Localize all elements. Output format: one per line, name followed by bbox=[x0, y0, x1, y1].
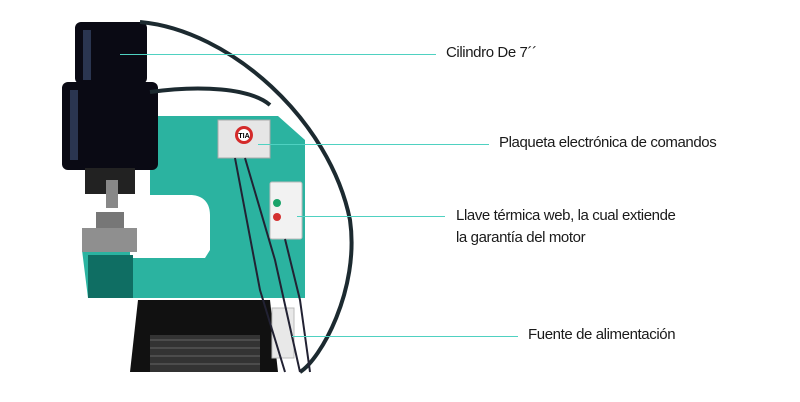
callout-cylinder: Cilindro De 7´´ bbox=[446, 44, 537, 61]
leader-line-cylinder bbox=[120, 54, 436, 55]
cylinder bbox=[62, 22, 158, 208]
callout-thermal-switch-line1: Llave térmica web, la cual extiende bbox=[456, 207, 676, 224]
callout-power-supply: Fuente de alimentación bbox=[528, 326, 676, 343]
callout-thermal-switch-line2: la garantía del motor bbox=[456, 229, 586, 246]
hydraulic-hoses bbox=[139, 20, 354, 374]
thermal-switch-box bbox=[269, 181, 303, 240]
leader-line-control-board bbox=[258, 144, 489, 145]
stand bbox=[130, 300, 295, 372]
control-board-box: TIA bbox=[217, 119, 271, 159]
callout-control-board: Plaqueta electrónica de comandos bbox=[499, 134, 717, 151]
green-frame bbox=[82, 116, 305, 298]
leader-line-thermal-switch bbox=[297, 216, 445, 217]
tia-logo: TIA bbox=[238, 133, 249, 140]
leader-line-power-supply bbox=[292, 336, 518, 337]
